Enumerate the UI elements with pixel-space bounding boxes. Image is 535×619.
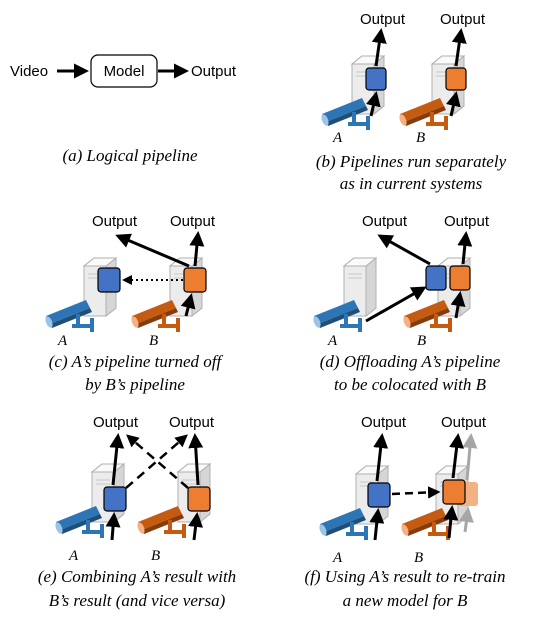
model-b-to-output-arrow (451, 28, 467, 67)
model-a-to-output-arrow (371, 28, 387, 67)
model-a-to-output-arrow (373, 433, 389, 482)
model-b-to-output-b-arrow (189, 231, 205, 267)
camera-a-label: A (332, 550, 343, 566)
output-b-label: Output (444, 213, 490, 230)
model-box (90, 54, 158, 88)
caption-c-line-2: by B’s pipeline (85, 375, 185, 394)
caption-e-line-1: (e) Combining A’s result with (38, 567, 236, 586)
model-b-box (183, 267, 207, 293)
model-a-box (365, 67, 387, 91)
caption-b-line-1: (b) Pipelines run separately (316, 152, 507, 171)
caption-e-line-2: B’s result (and vice versa) (49, 591, 226, 610)
model-b-box (449, 265, 471, 291)
camera-b-label: B (417, 333, 426, 349)
camera-b-label: B (151, 548, 160, 564)
model-a-to-output-arrow (377, 234, 431, 266)
caption-b-line-2: as in current systems (340, 174, 483, 193)
panel-d: Output Output A B (d) Offloading A’s pip… (311, 213, 501, 394)
caption-f-line-2: a new model for B (343, 591, 468, 610)
video-label: Video (10, 63, 48, 80)
model-b-box (187, 486, 211, 512)
caption-a: (a) Logical pipeline (62, 146, 197, 165)
camera-a-to-model-arrow (369, 508, 385, 541)
camera-a-label: A (332, 130, 343, 146)
panel-c: Output Output A B (c) A’s pipeline turne… (43, 213, 224, 394)
model-label: Model (104, 63, 145, 80)
camera-b-to-model-arrow (188, 512, 204, 541)
panel-a: Video Model Output (a) Logical pipeline (10, 54, 237, 165)
retrain-dashed-arrow (391, 486, 441, 499)
model-b-to-output-arrow (449, 433, 465, 479)
model-b-box (445, 67, 467, 91)
output-a-label: Output (360, 11, 406, 28)
output-b-label: Output (441, 414, 487, 431)
model-a-box (367, 482, 391, 508)
camera-b-label: B (416, 130, 425, 146)
model-b-to-output-a-dashed-arrow (126, 434, 189, 489)
caption-c-line-1: (c) A’s pipeline turned off (49, 352, 224, 371)
model-b-to-output-arrow (457, 231, 473, 265)
camera-b-to-model-arrow (446, 91, 461, 117)
output-a-label: Output (92, 213, 138, 230)
camera-b-to-model-arrow (180, 293, 196, 317)
camera-a-to-model-arrow (366, 91, 381, 117)
camera-a-to-model-arrow (365, 286, 427, 323)
caption-f-line-1: (f) Using A’s result to re-train (304, 567, 505, 586)
panel-e: Output Output A B (e) Combining A’s resu… (38, 414, 236, 610)
camera-b-to-model-arrow (443, 505, 459, 539)
output-a-label: Output (93, 414, 139, 431)
output-a-label: Output (362, 213, 408, 230)
camera-a-label: A (57, 333, 68, 349)
model-a-to-output-a-arrow (109, 433, 125, 486)
model-a-box (425, 265, 447, 291)
old-model-to-output-ghost-arrow (462, 433, 478, 481)
output-a-label: Output (361, 414, 407, 431)
camera-b-to-model-arrow (450, 291, 466, 319)
model-b-box (442, 479, 466, 505)
panel-b: Output Output A B (b) Pipelines run sepa… (316, 11, 507, 193)
model-b-to-output-a-arrow (115, 233, 190, 268)
camera-a-label: A (327, 333, 338, 349)
output-b-label: Output (440, 11, 486, 28)
model-b-to-output-b-arrow (188, 433, 204, 486)
model-a-box (103, 486, 127, 512)
model-a-to-output-b-dashed-arrow (125, 434, 188, 489)
camera-a-to-model-arrow (105, 512, 121, 541)
caption-d-line-1: (d) Offloading A’s pipeline (320, 352, 501, 371)
camera-b-label: B (414, 550, 423, 566)
camera-a-label: A (68, 548, 79, 564)
panel-f: Output Output A B (f) Using A’s result t… (304, 414, 505, 610)
camera-b-to-old-model-ghost-arrow (458, 507, 474, 533)
model-a-box (97, 267, 121, 293)
caption-d-line-2: to be colocated with B (334, 375, 487, 394)
output-b-label: Output (169, 414, 215, 431)
output-label: Output (191, 63, 237, 80)
camera-b-label: B (149, 333, 158, 349)
output-b-label: Output (170, 213, 216, 230)
